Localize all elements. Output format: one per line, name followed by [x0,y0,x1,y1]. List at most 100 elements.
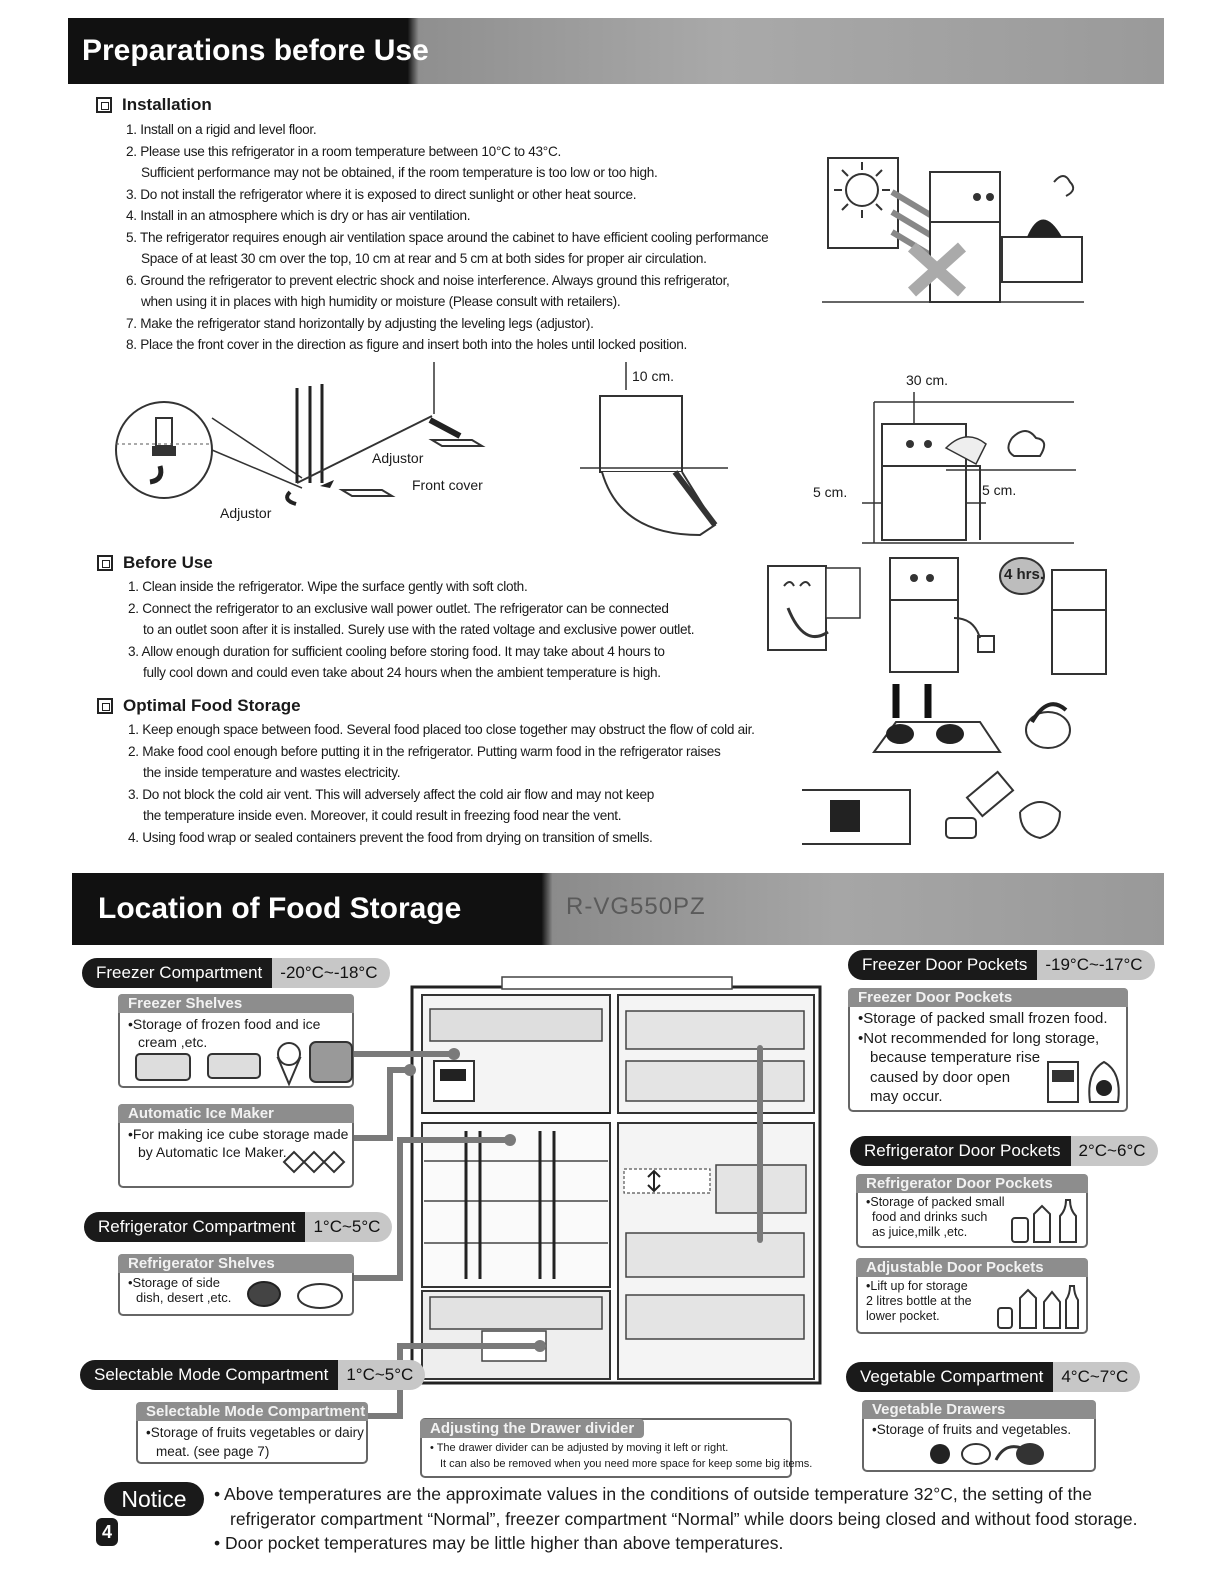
box-line: caused by door open [870,1068,1011,1086]
box-title: Freezer Shelves [118,994,354,1013]
list-item: 3. Allow enough duration for sufficient … [128,643,665,659]
notice-item: • Door pocket temperatures may be little… [214,1533,784,1553]
adjustable-door-pockets-box: Adjustable Door Pockets •Lift up for sto… [856,1258,1088,1334]
temperature-range: 2°C~6°C [1070,1136,1158,1166]
list-item: 3. Do not install the refrigerator where… [126,186,637,202]
temperature-range: 1°C~5°C [305,1212,393,1242]
callout-connectors [347,1045,763,1419]
compartment-name: Vegetable Compartment [846,1362,1054,1392]
refrigerator-diagram [410,976,822,1385]
list-item: 1. Clean inside the refrigerator. Wipe t… [128,579,528,594]
sunlight-warning-illustration [822,157,1084,303]
list-item: the temperature inside even. Moreover, i… [143,808,622,823]
box-line: 2 litres bottle at the [866,1294,972,1308]
installation-title: Installation [122,95,212,114]
section-bullet-icon [97,555,113,571]
front-cover-label: Front cover [412,477,483,493]
optimal-storage-illustration [802,684,1071,845]
ice-cube-icon [282,1150,346,1174]
box-line: may occur. [870,1088,943,1105]
compartment-name: Freezer Door Pockets [848,950,1038,980]
top-30cm-label: 30 cm. [906,372,949,388]
compartment-name: Freezer Compartment [82,958,273,988]
temperature-range: -20°C~-18°C [272,958,390,988]
box-title: Refrigerator Door Pockets [856,1174,1088,1193]
box-title: Automatic Ice Maker [118,1104,354,1123]
drawer-divider-box: Adjusting the Drawer divider • The drawe… [420,1418,813,1478]
notice-item: refrigerator compartment “Normal”, freez… [230,1508,1138,1529]
list-item: 8. Place the front cover in the directio… [126,337,687,352]
list-item: to an outlet soon after it is installed.… [143,622,695,637]
list-item: fully cool down and could even take abou… [143,665,661,680]
installation-heading: Installation [96,95,212,115]
box-line: •For making ice cube storage made [128,1126,349,1142]
list-item: 6. Ground the refrigerator to prevent el… [126,272,730,288]
box-title: Selectable Mode Compartment [136,1402,368,1421]
box-title: Adjusting the Drawer divider [420,1419,645,1438]
box-line: •Lift up for storage [866,1279,968,1293]
compartment-name: Refrigerator Compartment [84,1212,306,1242]
list-item: 2. Please use this refrigerator in a roo… [126,143,561,159]
compartment-name: Selectable Mode Compartment [80,1360,339,1390]
temperature-range: 1°C~5°C [338,1360,426,1390]
installation-list: 1. Install on a rigid and level floor. 2… [126,119,769,356]
box-line: lower pocket. [866,1309,940,1323]
list-item: Space of at least 30 cm over the top, 10… [141,251,707,266]
box-line: •Storage of packed small frozen food. [858,1010,1108,1027]
side-right-label: 5 cm. [982,482,1017,498]
section-header-title: Preparations before Use [82,34,429,67]
temperature-range: -19°C~-17°C [1037,950,1155,980]
box-line: •Storage of packed small [866,1195,1005,1209]
bottles-icon [1011,1199,1077,1243]
frozen-pack-icon [1047,1060,1120,1103]
list-item: 4. Using food wrap or sealed containers … [128,829,653,845]
list-item: when using it in places with high humidi… [141,294,621,309]
list-item: 1. Keep enough space between food. Sever… [128,722,755,737]
selectable-mode-box: Selectable Mode Compartment •Storage of … [136,1402,368,1464]
box-title: Refrigerator Shelves [118,1254,354,1273]
list-item: 5. The refrigerator requires enough air … [126,229,769,245]
adjustor-front-cover-illustration [115,362,486,506]
compartment-name: Refrigerator Door Pockets [850,1136,1071,1166]
refrigerator-shelves-box: Refrigerator Shelves •Storage of side di… [118,1254,354,1316]
vegetables-icon [930,1443,1044,1465]
list-item: 7. Make the refrigerator stand horizonta… [126,315,594,331]
box-line: • The drawer divider can be adjusted by … [430,1442,729,1454]
box-title: Adjustable Door Pockets [856,1258,1088,1277]
notice-label: Notice [104,1482,204,1516]
notice-list: • Above temperatures are the approximate… [214,1482,1137,1556]
list-item: 2. Connect the refrigerator to an exclus… [128,600,669,616]
refrigerator-door-pockets-pill: Refrigerator Door Pockets 2°C~6°C [850,1136,1158,1166]
adjustor-label: Adjustor [220,505,272,521]
before-use-list: 1. Clean inside the refrigerator. Wipe t… [128,576,695,684]
list-item: 2. Make food cool enough before putting … [128,743,721,759]
box-line: cream ,etc. [138,1034,208,1050]
box-line: •Not recommended for long storage, [858,1029,1100,1047]
automatic-ice-maker-box: Automatic Ice Maker •For making ice cube… [118,1104,354,1188]
notice-item: • Above temperatures are the approximate… [214,1484,1092,1504]
refrigerator-compartment-pill: Refrigerator Compartment 1°C~5°C [84,1212,393,1242]
temperature-range: 4°C~7°C [1053,1362,1141,1392]
section-header-preparations: Preparations before Use [68,18,1164,84]
section-header-title: Location of Food Storage [98,892,462,925]
box-line: by Automatic Ice Maker. [138,1144,287,1160]
adjustor-label: Adjustor [372,450,424,466]
section-header-location: Location of Food Storage [72,873,1164,945]
before-use-illustration [767,557,1107,675]
box-line: as juice,milk ,etc. [872,1225,968,1239]
frozen-food-icon [135,1041,353,1086]
freezer-door-pockets-box: Freezer Door Pockets •Storage of packed … [848,988,1128,1112]
box-line: food and drinks such [872,1210,988,1224]
side-left-label: 5 cm. [813,484,848,500]
two-litre-bottle-icon [997,1285,1079,1329]
list-item: 3. Do not block the cold air vent. This … [128,786,655,802]
box-line: It can also be removed when you need mor… [440,1458,813,1470]
side-dish-icon [247,1281,343,1309]
model-number: R-VG550PZ [566,893,706,920]
before-use-heading: Before Use [97,553,213,573]
box-line: •Storage of fruits and vegetables. [872,1422,1072,1437]
ventilation-space-illustration [862,392,1076,544]
optimal-storage-title: Optimal Food Storage [123,696,301,715]
four-hours-badge: 4 hrs. [1004,566,1045,583]
box-title: Vegetable Drawers [862,1400,1096,1419]
